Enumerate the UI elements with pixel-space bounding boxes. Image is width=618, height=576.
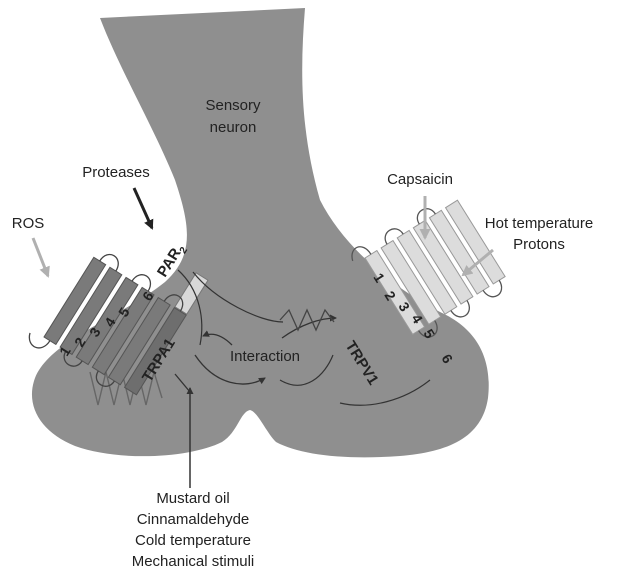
hot-temperature-label: Hot temperature xyxy=(485,215,593,232)
ros-label: ROS xyxy=(12,215,45,232)
protons-label: Protons xyxy=(513,236,565,253)
mustard-oil-label: Mustard oil xyxy=(156,490,229,507)
proteases-arrow xyxy=(134,188,152,228)
interaction-label: Interaction xyxy=(230,348,300,365)
ros-arrow xyxy=(33,238,48,276)
neuron-title-line1: Sensory xyxy=(205,97,261,114)
capsaicin-label: Capsaicin xyxy=(387,171,453,188)
mechanical-stimuli-label: Mechanical stimuli xyxy=(132,553,255,570)
cold-temperature-label: Cold temperature xyxy=(135,532,251,549)
cinnamaldehyde-label: Cinnamaldehyde xyxy=(137,511,250,528)
neuron-title-line2: neuron xyxy=(210,119,257,136)
proteases-label: Proteases xyxy=(82,164,150,181)
